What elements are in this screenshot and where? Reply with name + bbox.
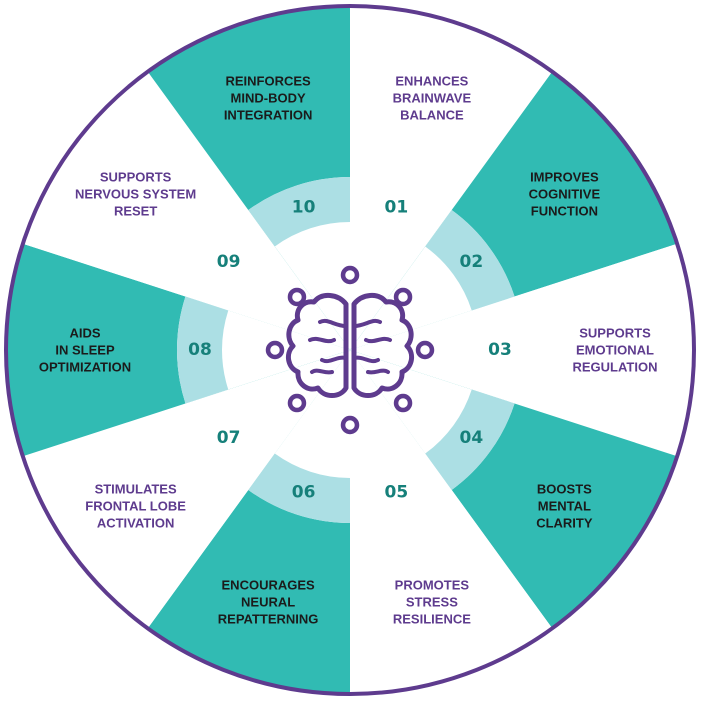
segment-number-03: 03 <box>488 340 512 360</box>
brain-right-folds <box>352 318 392 375</box>
segment-label-03-line-1: SUPPORTS <box>579 326 651 341</box>
label-layer: ENHANCES BRAINWAVE BALANCE IMPROVES COGNITIV… <box>39 73 658 626</box>
segment-number-10: 10 <box>292 197 316 217</box>
segment-label-03-line-3: REGULATION <box>573 360 658 375</box>
segment-label-04-line-3: CLARITY <box>536 515 593 530</box>
brain-left-hemisphere <box>285 293 349 398</box>
outer-ring <box>4 4 696 696</box>
segment-label-09-line-3: RESET <box>114 204 157 219</box>
segment-03 <box>350 243 694 457</box>
segment-01 <box>350 6 553 350</box>
segment-label-08-line-1: AIDS <box>69 326 100 341</box>
segment-label-01-line-2: BRAINWAVE <box>393 90 472 105</box>
number-ring-layer <box>176 177 515 523</box>
brain-node-icon-4 <box>393 393 413 413</box>
segment-label-06-line-2: NEURAL <box>241 595 295 610</box>
brain-right-hemisphere <box>351 293 415 398</box>
segment-label-04-line-1: BOOSTS <box>537 481 592 496</box>
number-band-04 <box>425 389 515 490</box>
segment-label-07-line-3: ACTIVATION <box>97 515 175 530</box>
brain-node-icon-3 <box>415 340 435 360</box>
segment-number-08: 08 <box>188 340 212 360</box>
number-band-02 <box>425 210 515 311</box>
number-band-06 <box>248 453 350 523</box>
segment-label-02-line-3: FUNCTION <box>531 204 598 219</box>
brain-icon <box>285 293 415 398</box>
segment-number-04: 04 <box>460 428 484 448</box>
segment-label-07-line-2: FRONTAL LOBE <box>85 498 186 513</box>
brain-left-folds <box>308 318 348 375</box>
segment-number-01: 01 <box>385 197 409 217</box>
brain-node-icon-2 <box>393 287 413 307</box>
segment-number-07: 07 <box>217 428 241 448</box>
segment-07 <box>22 350 351 629</box>
segment-label-02-line-1: IMPROVES <box>530 170 599 185</box>
number-layer: 01 02 03 04 05 06 07 08 09 10 <box>188 197 512 502</box>
segment-label-06-line-1: ENCOURAGES <box>222 578 316 593</box>
segment-label-08-line-2: IN SLEEP <box>55 343 115 358</box>
brain-node-icon-5 <box>340 415 360 435</box>
segment-label-05-line-2: STRESS <box>406 595 458 610</box>
segment-label-02-line-2: COGNITIVE <box>529 187 601 202</box>
segment-label-09-line-2: NERVOUS SYSTEM <box>75 187 196 202</box>
segment-label-10-line-1: REINFORCES <box>225 73 311 88</box>
segment-09 <box>22 71 351 350</box>
brain-node-icon-1 <box>340 265 360 285</box>
segment-label-04-line-2: MENTAL <box>538 498 591 513</box>
segment-label-01-line-3: BALANCE <box>400 107 464 122</box>
number-band-08 <box>176 296 229 404</box>
segment-label-05-line-1: PROMOTES <box>395 578 470 593</box>
brain-node-icon-8 <box>287 287 307 307</box>
segment-label-05-line-3: RESILIENCE <box>393 612 471 627</box>
segment-label-01-line-1: ENHANCES <box>395 73 468 88</box>
segment-05 <box>350 350 553 694</box>
segment-label-10-line-3: INTEGRATION <box>224 107 313 122</box>
segment-number-05: 05 <box>385 483 409 503</box>
brain-node-icon-6 <box>287 393 307 413</box>
segment-number-06: 06 <box>292 483 316 503</box>
segment-label-06-line-3: REPATTERNING <box>218 612 319 627</box>
segment-label-09-line-1: SUPPORTS <box>100 170 172 185</box>
segment-label-10-line-2: MIND-BODY <box>231 90 306 105</box>
segment-number-09: 09 <box>217 252 241 272</box>
segment-label-08-line-3: OPTIMIZATION <box>39 360 131 375</box>
center-icon-group <box>265 265 435 435</box>
number-band-10 <box>248 177 350 247</box>
segment-number-02: 02 <box>460 252 484 272</box>
brain-node-icon-7 <box>265 340 285 360</box>
segment-label-07-line-1: STIMULATES <box>95 481 177 496</box>
segment-label-03-line-2: EMOTIONAL <box>576 343 654 358</box>
